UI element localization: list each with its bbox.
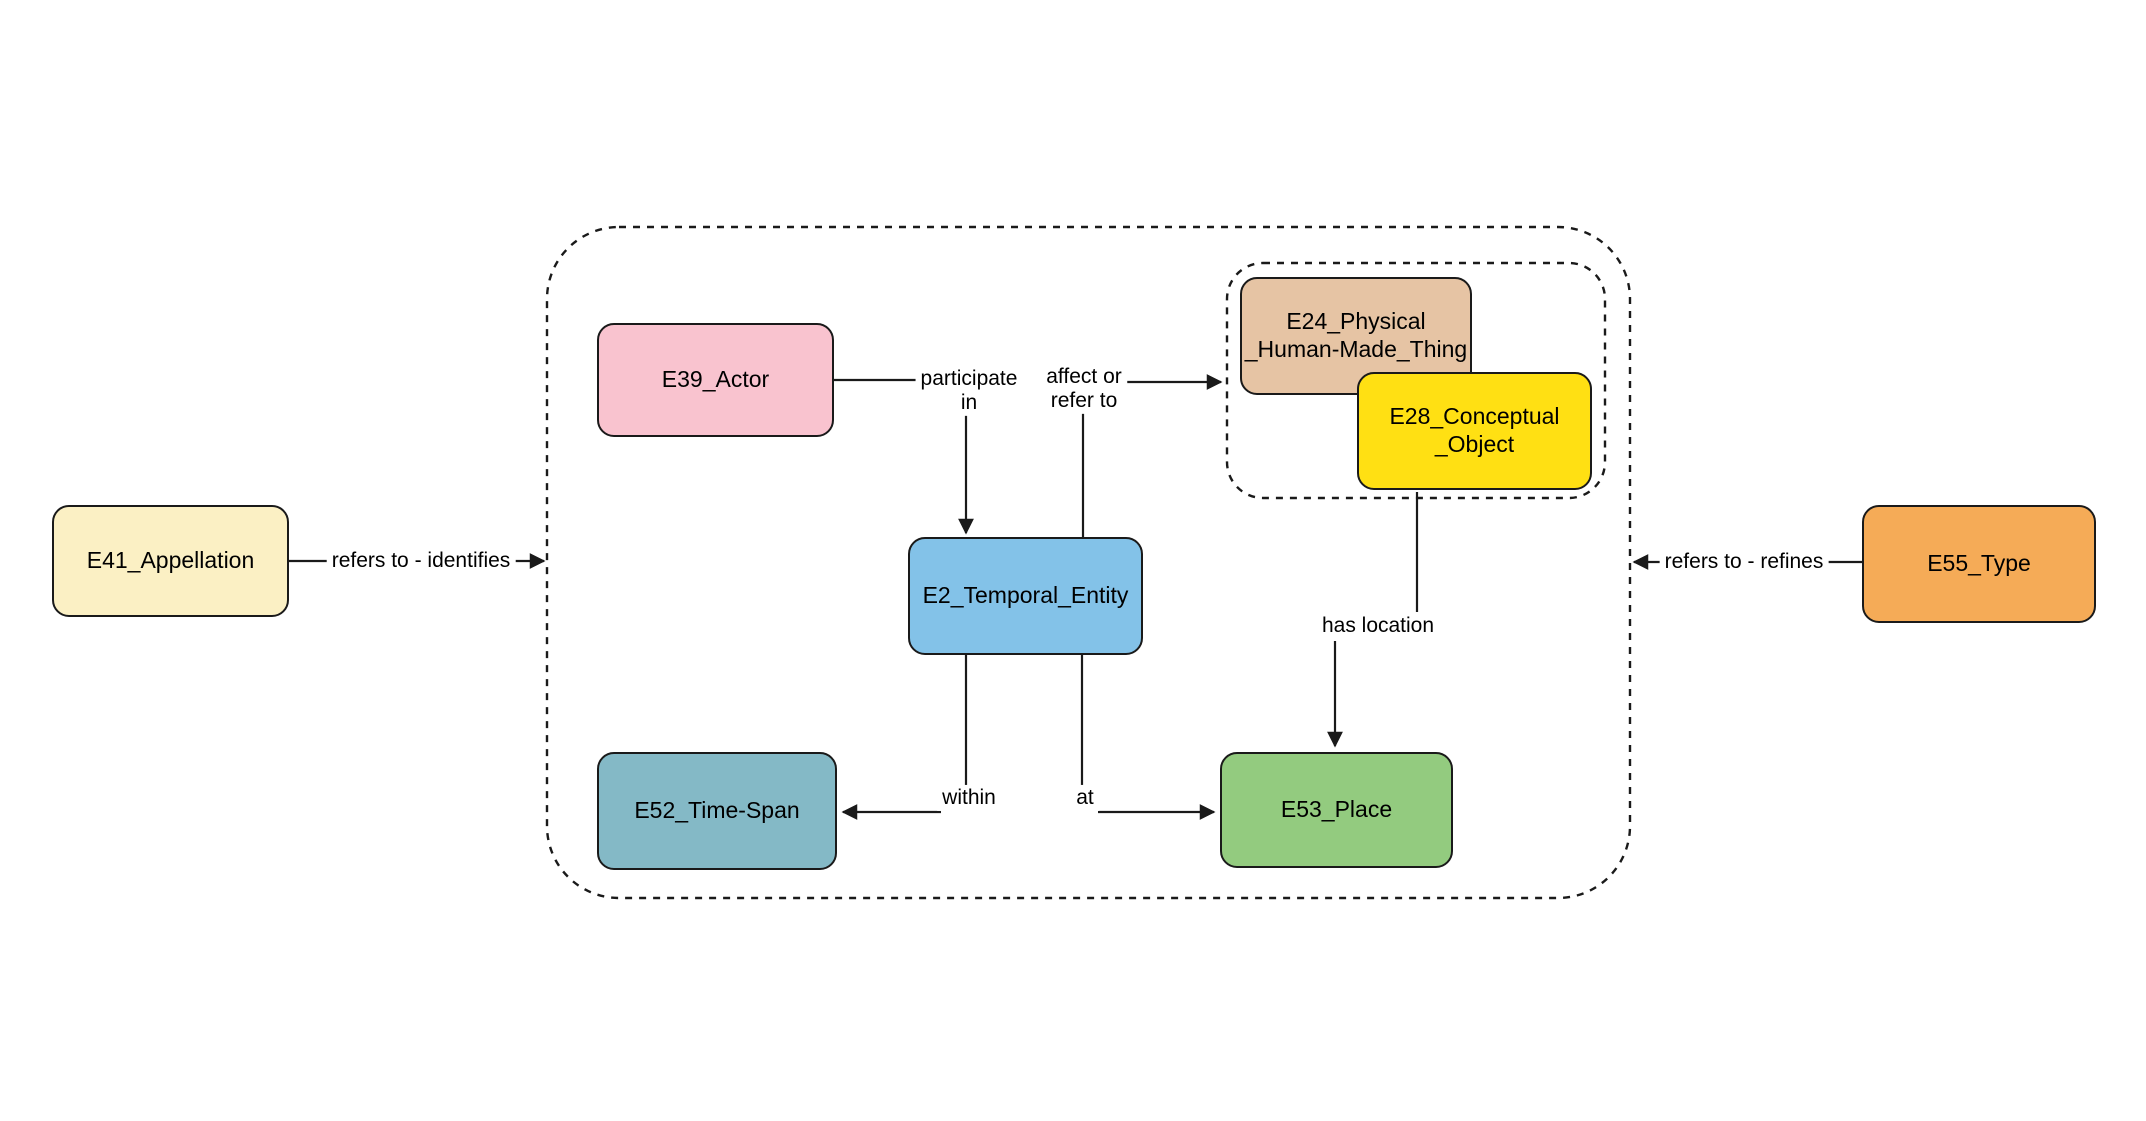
node-e28-conceptual-object: E28_Conceptual _Object bbox=[1357, 372, 1592, 490]
node-e55-type: E55_Type bbox=[1862, 505, 2096, 623]
node-label: E41_Appellation bbox=[86, 547, 255, 574]
node-label: E28_Conceptual _Object bbox=[1389, 403, 1560, 457]
edge-label-within: within bbox=[937, 784, 1001, 812]
node-label: E55_Type bbox=[1927, 550, 2031, 577]
edge-label-at: at bbox=[1071, 784, 1099, 812]
node-e2-temporal-entity: E2_Temporal_Entity bbox=[908, 537, 1143, 655]
edge-label-refers-to-refines: refers to - refines bbox=[1659, 548, 1829, 576]
node-label: E52_Time-Span bbox=[634, 797, 800, 824]
outer-dashed-group-boundary bbox=[545, 225, 1632, 900]
edge-label-participate-in: participate in bbox=[915, 365, 1023, 417]
node-e39-actor: E39_Actor bbox=[597, 323, 834, 437]
edge-label-has-location: has location bbox=[1316, 612, 1440, 640]
node-label: E39_Actor bbox=[661, 366, 770, 393]
node-label: E53_Place bbox=[1280, 796, 1393, 823]
node-e41-appellation: E41_Appellation bbox=[52, 505, 289, 617]
node-label: E24_Physical _Human-Made_Thing bbox=[1244, 308, 1468, 362]
node-e52-time-span: E52_Time-Span bbox=[597, 752, 837, 870]
node-e24-physical-human-made-thing: E24_Physical _Human-Made_Thing bbox=[1240, 277, 1472, 395]
edge-label-affect-or-refer-to: affect or refer to bbox=[1041, 363, 1127, 415]
edge-label-refers-to-identifies: refers to - identifies bbox=[326, 547, 516, 575]
node-label: E2_Temporal_Entity bbox=[922, 582, 1129, 609]
node-e53-place: E53_Place bbox=[1220, 752, 1453, 868]
